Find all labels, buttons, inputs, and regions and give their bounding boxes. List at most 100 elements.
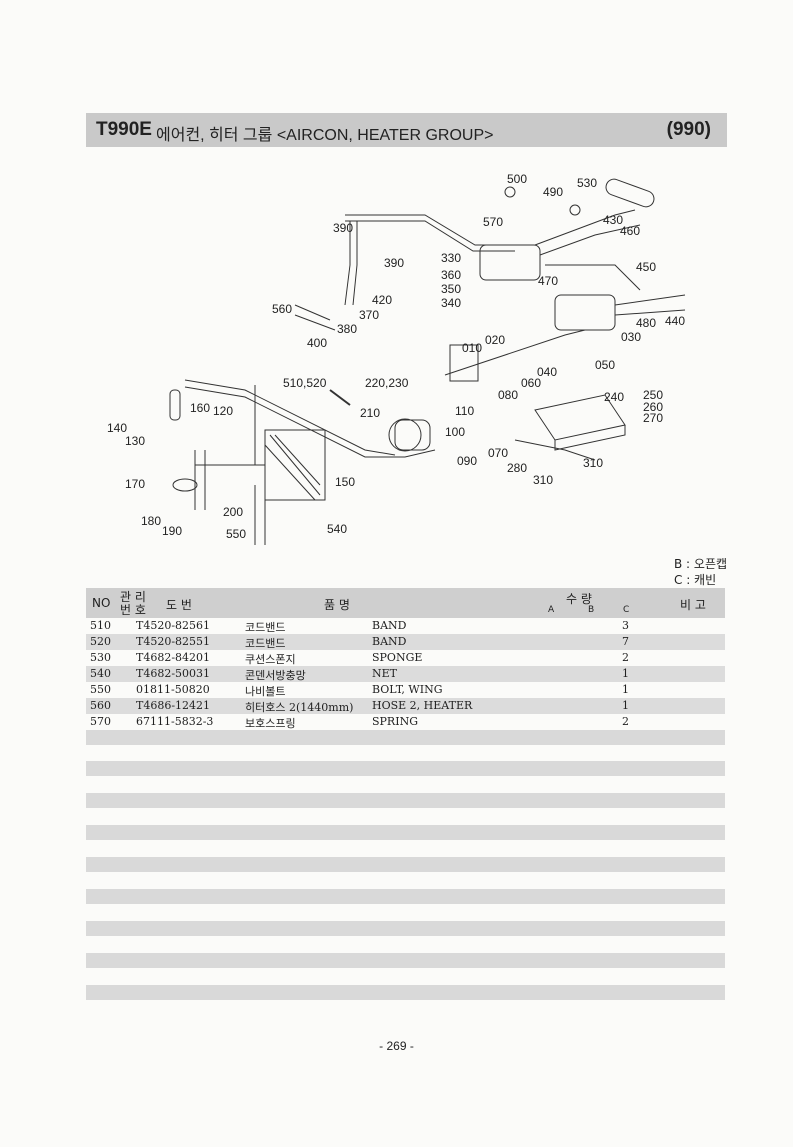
page-header: T990E 에어컨, 히터 그룹 <AIRCON, HEATER GROUP> … <box>86 113 727 147</box>
table-row: 540 T4682-50031 콘덴서방충망 NET 1 <box>86 666 725 682</box>
row-qty: 1 <box>622 683 629 696</box>
callout-480: 480 <box>636 316 656 330</box>
callout-310b: 310 <box>533 473 553 487</box>
exploded-parts-diagram: 500 490 530 570 430 460 390 390 330 360 … <box>107 172 685 545</box>
legend: B : 오픈캡 C : 캐빈 <box>674 556 727 588</box>
callout-080: 080 <box>498 388 518 402</box>
header-qty-a: A <box>548 605 555 615</box>
row-name-en: BAND <box>372 619 407 632</box>
callout-140: 140 <box>107 421 127 435</box>
model-code: T990E <box>96 119 152 140</box>
callout-210: 210 <box>360 406 380 420</box>
row-name-kr: 콘덴서방충망 <box>245 669 306 682</box>
empty-row-stripe <box>86 793 725 808</box>
callout-330: 330 <box>441 251 461 265</box>
empty-row-stripe <box>86 730 725 745</box>
callout-240: 240 <box>604 390 624 404</box>
header-remark: 비 고 <box>680 598 706 612</box>
callout-150: 150 <box>335 475 355 489</box>
row-qty: 2 <box>622 715 629 728</box>
callout-350: 350 <box>441 282 461 296</box>
empty-row-stripe <box>86 921 725 936</box>
row-qty: 7 <box>622 635 629 648</box>
callout-190: 190 <box>162 524 182 538</box>
header-qty: 수 량 <box>566 592 592 606</box>
row-no: 520 <box>90 635 111 648</box>
row-name-en: BOLT, WING <box>372 683 443 696</box>
callout-370: 370 <box>359 308 379 322</box>
row-drawing: T4682-84201 <box>136 651 211 664</box>
table-header: NO 관 리 번 호 도 번 품 명 수 량 A B C 비 고 <box>86 588 725 618</box>
row-no: 570 <box>90 715 111 728</box>
row-no: 510 <box>90 619 111 632</box>
group-code: (990) <box>666 119 711 140</box>
row-qty: 3 <box>622 619 629 632</box>
row-name-en: HOSE 2, HEATER <box>372 699 473 712</box>
legend-c: C : 캐빈 <box>674 573 717 587</box>
callout-390a: 390 <box>333 221 353 235</box>
empty-row-stripe <box>86 825 725 840</box>
callout-340: 340 <box>441 296 461 310</box>
row-no: 540 <box>90 667 111 680</box>
empty-row-stripe <box>86 761 725 776</box>
row-drawing: 67111-5832-3 <box>136 715 214 728</box>
callout-170: 170 <box>125 477 145 491</box>
callout-200: 200 <box>223 505 243 519</box>
callout-510-520: 510,520 <box>283 376 327 390</box>
callout-430: 430 <box>603 213 623 227</box>
callout-540: 540 <box>327 522 347 536</box>
table-row: 510 T4520-82561 코드밴드 BAND 3 <box>86 618 725 634</box>
callout-390b: 390 <box>384 256 404 270</box>
table-row: 550 01811-50820 나비볼트 BOLT, WING 1 <box>86 682 725 698</box>
row-name-kr: 나비볼트 <box>245 685 286 698</box>
row-qty: 2 <box>622 651 629 664</box>
callout-110: 110 <box>455 404 474 418</box>
callout-470: 470 <box>538 274 558 288</box>
header-qty-c: C <box>623 605 630 615</box>
row-name-en: SPONGE <box>372 651 423 664</box>
callout-450: 450 <box>636 260 656 274</box>
callout-250: 250 <box>643 388 663 402</box>
callout-360: 360 <box>441 268 461 282</box>
callout-100: 100 <box>445 425 465 439</box>
row-drawing: T4520-82561 <box>136 619 211 632</box>
callout-050: 050 <box>595 358 615 372</box>
callout-280: 280 <box>507 461 527 475</box>
header-no: NO <box>92 596 111 610</box>
callout-490: 490 <box>543 185 563 199</box>
table-row: 530 T4682-84201 쿠션스폰지 SPONGE 2 <box>86 650 725 666</box>
row-name-kr: 쿠션스폰지 <box>245 653 296 666</box>
callout-180: 180 <box>141 514 161 528</box>
callout-570: 570 <box>483 215 503 229</box>
callout-220-230: 220,230 <box>365 376 409 390</box>
row-name-kr: 코드밴드 <box>245 637 286 650</box>
row-name-en: SPRING <box>372 715 418 728</box>
row-no: 530 <box>90 651 111 664</box>
callout-310a: 310 <box>583 456 603 470</box>
row-name-en: BAND <box>372 635 407 648</box>
empty-row-stripe <box>86 857 725 872</box>
callout-440: 440 <box>665 314 685 328</box>
header-drawing: 도 번 <box>166 598 192 612</box>
callout-560: 560 <box>272 302 292 316</box>
empty-row-stripe <box>86 953 725 968</box>
row-drawing: T4520-82551 <box>136 635 211 648</box>
row-drawing: T4686-12421 <box>136 699 211 712</box>
page-number: - 269 - <box>379 1039 414 1053</box>
callout-530: 530 <box>577 176 597 190</box>
row-no: 560 <box>90 699 111 712</box>
header-mgmt-1: 관 리 <box>120 590 146 604</box>
callout-060: 060 <box>521 376 541 390</box>
callout-400: 400 <box>307 336 327 350</box>
row-drawing: 01811-50820 <box>136 683 210 696</box>
row-name-kr: 보호스프링 <box>245 717 296 730</box>
header-mgmt-2: 번 호 <box>120 603 146 617</box>
header-qty-b: B <box>588 605 595 615</box>
row-name-en: NET <box>372 667 397 680</box>
callout-070: 070 <box>488 446 508 460</box>
callout-040: 040 <box>537 365 557 379</box>
row-drawing: T4682-50031 <box>136 667 211 680</box>
callout-030: 030 <box>621 330 641 344</box>
callout-090: 090 <box>457 454 477 468</box>
row-name-kr: 코드밴드 <box>245 621 286 634</box>
